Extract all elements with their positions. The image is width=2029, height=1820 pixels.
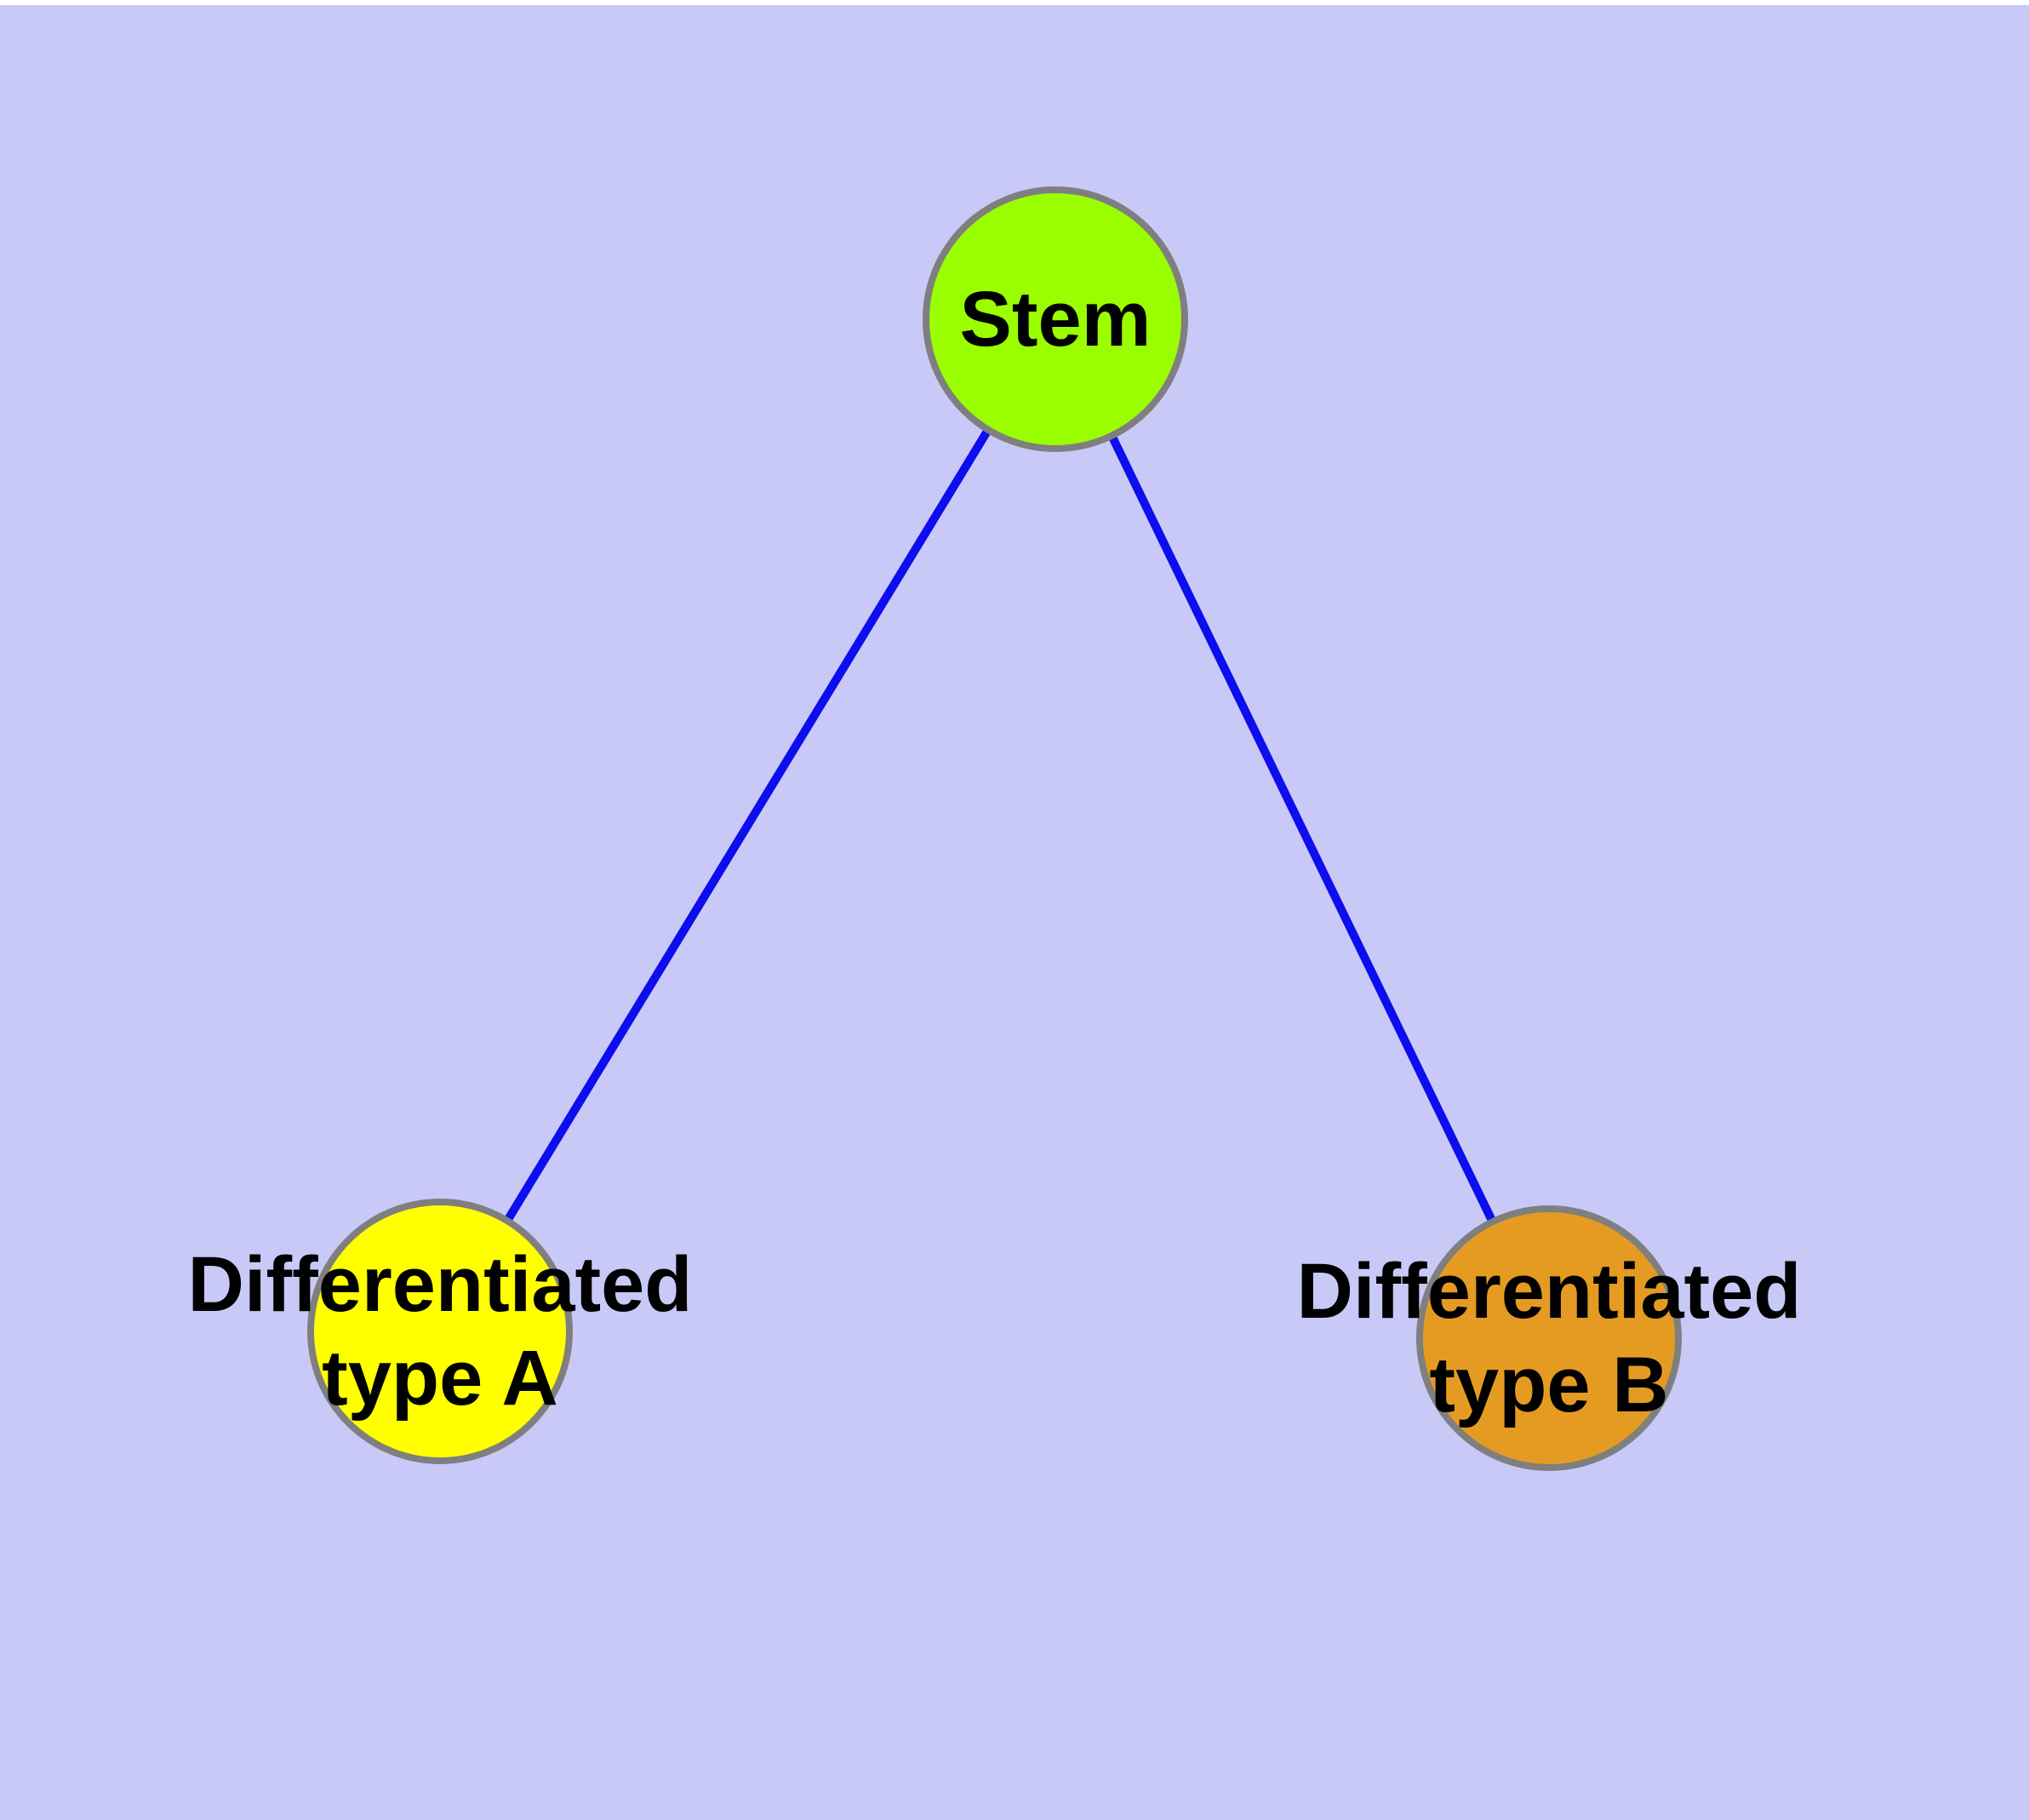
node-label-differentiated-type-b-line2: type B bbox=[1429, 1342, 1668, 1428]
node-label-differentiated-type-a-line2: type A bbox=[322, 1335, 558, 1422]
node-label-differentiated-type-a-line1: Differentiated bbox=[188, 1241, 693, 1328]
edge-stem-differentiated-type-a bbox=[436, 317, 1060, 1334]
node-differentiated-type-b bbox=[1416, 1205, 1682, 1471]
edges-layer bbox=[436, 317, 1553, 1341]
node-differentiated-type-a bbox=[307, 1199, 573, 1464]
node-label-differentiated-type-b-line1: Differentiated bbox=[1297, 1248, 1802, 1335]
edge-stem-differentiated-type-b bbox=[1051, 317, 1553, 1341]
node-label-stem-line1: Stem bbox=[960, 276, 1152, 363]
node-stem bbox=[923, 186, 1188, 452]
